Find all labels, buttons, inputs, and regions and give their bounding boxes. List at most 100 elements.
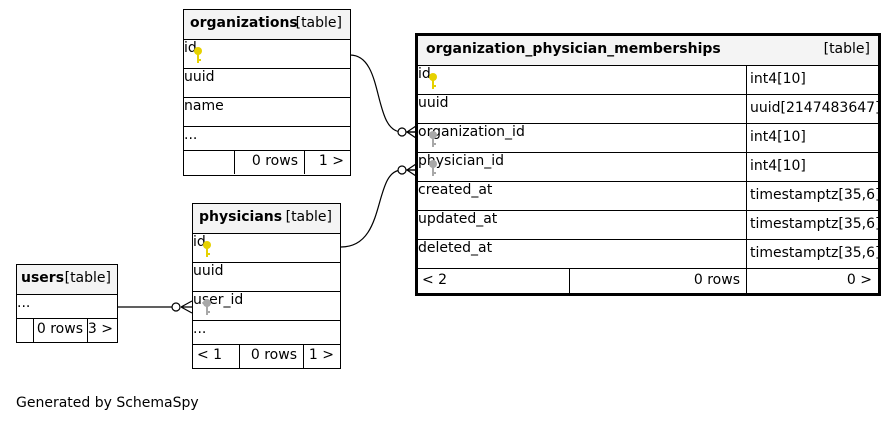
table-name: organization_physician_memberships — [426, 41, 721, 57]
primary-key-icon — [194, 47, 202, 63]
column-name: physician_id — [418, 153, 505, 169]
children-cell[interactable]: 1 > — [303, 345, 340, 368]
column-type-cell: int4[10] — [746, 153, 878, 181]
column-row[interactable]: updated_at timestamptz[35,6] — [418, 210, 881, 239]
table-name: physicians — [199, 209, 283, 225]
column-name: name — [184, 98, 224, 114]
table-physicians[interactable]: physicians [table] id uuid user_id ... <… — [192, 203, 341, 369]
column-row[interactable]: created_at timestamptz[35,6] — [418, 181, 880, 210]
column-name: uuid — [193, 263, 224, 279]
table-name: organizations — [190, 15, 298, 31]
edge-crowfoot-marker — [406, 163, 417, 177]
table-type: [table] — [64, 270, 111, 286]
children-count[interactable]: 1 > — [308, 347, 334, 363]
table-users[interactable]: users [table] ... 0 rows 3 > — [16, 264, 118, 343]
children-count[interactable]: 3 > — [87, 321, 113, 337]
parents-cell[interactable]: < 2 — [418, 269, 569, 294]
edge-zero-marker — [171, 302, 181, 312]
ellipsis: ... — [193, 321, 207, 337]
table-footer: 0 rows 1 > — [184, 150, 350, 174]
column-name: deleted_at — [418, 240, 493, 256]
column-type: timestamptz[35,6] — [750, 245, 881, 261]
children-count[interactable]: 1 > — [318, 153, 344, 169]
column-type: int4[10] — [750, 71, 806, 87]
column-name: created_at — [418, 182, 493, 198]
edge-crowfoot-marker — [180, 300, 193, 314]
parents-cell — [17, 319, 33, 342]
column-row[interactable]: id int4[10] — [418, 65, 878, 94]
column-row[interactable]: physician_id int4[10] — [418, 152, 878, 181]
table-type: [table] — [823, 41, 870, 57]
column-row[interactable]: deleted_at timestamptz[35,6] — [418, 239, 881, 268]
parents-count[interactable]: < 2 — [422, 272, 448, 288]
table-type: [table] — [285, 209, 332, 225]
table-type: [table] — [295, 15, 342, 31]
rows-cell: 0 rows — [33, 319, 87, 342]
foreign-key-icon — [429, 160, 437, 176]
column-type-cell: timestamptz[35,6] — [746, 240, 881, 268]
column-row[interactable]: uuid — [193, 262, 340, 291]
column-name: user_id — [193, 292, 244, 308]
children-cell[interactable]: 1 > — [304, 151, 350, 174]
column-name: id — [193, 234, 206, 250]
table-header[interactable]: organization_physician_memberships [tabl… — [418, 36, 878, 65]
column-type: timestamptz[35,6] — [750, 216, 881, 232]
column-row[interactable]: id — [184, 39, 350, 68]
foreign-key-icon — [429, 131, 437, 147]
generated-by-text: Generated by SchemaSpy — [16, 395, 199, 411]
primary-key-icon — [203, 241, 211, 257]
column-row[interactable]: name — [184, 97, 350, 126]
column-type: int4[10] — [750, 129, 806, 145]
column-row[interactable]: user_id — [193, 291, 340, 320]
edge-organizations-memberships — [349, 54, 416, 133]
table-footer: < 2 0 rows 0 > — [418, 268, 878, 294]
row-count: 0 rows — [36, 321, 83, 337]
column-type-cell: timestamptz[35,6] — [746, 182, 880, 210]
column-name: organization_id — [418, 124, 525, 140]
column-type: int4[10] — [750, 158, 806, 174]
edge-zero-marker — [397, 127, 407, 137]
edge-zero-marker — [397, 165, 407, 175]
primary-key-icon — [429, 73, 437, 89]
column-type-cell: uuid[2147483647] — [746, 95, 881, 123]
more-columns-row[interactable]: ... — [193, 320, 340, 344]
table-header[interactable]: physicians [table] — [193, 204, 340, 233]
column-row[interactable]: id — [193, 233, 340, 262]
more-columns-row[interactable]: ... — [17, 294, 117, 318]
foreign-key-icon — [203, 299, 211, 315]
more-columns-row[interactable]: ... — [184, 126, 350, 150]
table-footer: < 1 0 rows 1 > — [193, 344, 340, 368]
table-organization-physician-memberships[interactable]: organization_physician_memberships [tabl… — [415, 33, 881, 296]
column-row[interactable]: uuid — [184, 68, 350, 97]
column-name: uuid — [184, 69, 215, 85]
column-row[interactable]: uuid uuid[2147483647] — [418, 94, 881, 123]
column-row[interactable]: organization_id int4[10] — [418, 123, 878, 152]
column-name: uuid — [418, 95, 449, 111]
table-organizations[interactable]: organizations [table] id uuid name ... 0… — [183, 9, 351, 176]
ellipsis: ... — [17, 295, 31, 311]
edge-crowfoot-marker — [406, 125, 417, 139]
table-header[interactable]: users [table] — [17, 265, 117, 294]
parents-count[interactable]: < 1 — [197, 347, 223, 363]
rows-cell: 0 rows — [234, 151, 304, 174]
ellipsis: ... — [184, 127, 198, 143]
row-count: 0 rows — [251, 153, 298, 169]
column-type: uuid[2147483647] — [750, 100, 881, 116]
children-cell[interactable]: 0 > — [746, 269, 878, 294]
column-name: updated_at — [418, 211, 498, 227]
column-type-cell: int4[10] — [746, 66, 878, 94]
column-type-cell: int4[10] — [746, 124, 878, 152]
row-count: 0 rows — [250, 347, 297, 363]
rows-cell: 0 rows — [569, 269, 746, 294]
table-footer: 0 rows 3 > — [17, 318, 117, 342]
edge-physicians-memberships — [340, 169, 416, 248]
rows-cell: 0 rows — [239, 345, 303, 368]
children-cell[interactable]: 3 > — [87, 319, 117, 342]
row-count: 0 rows — [693, 272, 740, 288]
table-name: users — [21, 270, 65, 286]
table-header[interactable]: organizations [table] — [184, 10, 350, 39]
parents-cell[interactable]: < 1 — [193, 345, 239, 368]
column-type-cell: timestamptz[35,6] — [746, 211, 881, 239]
children-count[interactable]: 0 > — [846, 272, 872, 288]
